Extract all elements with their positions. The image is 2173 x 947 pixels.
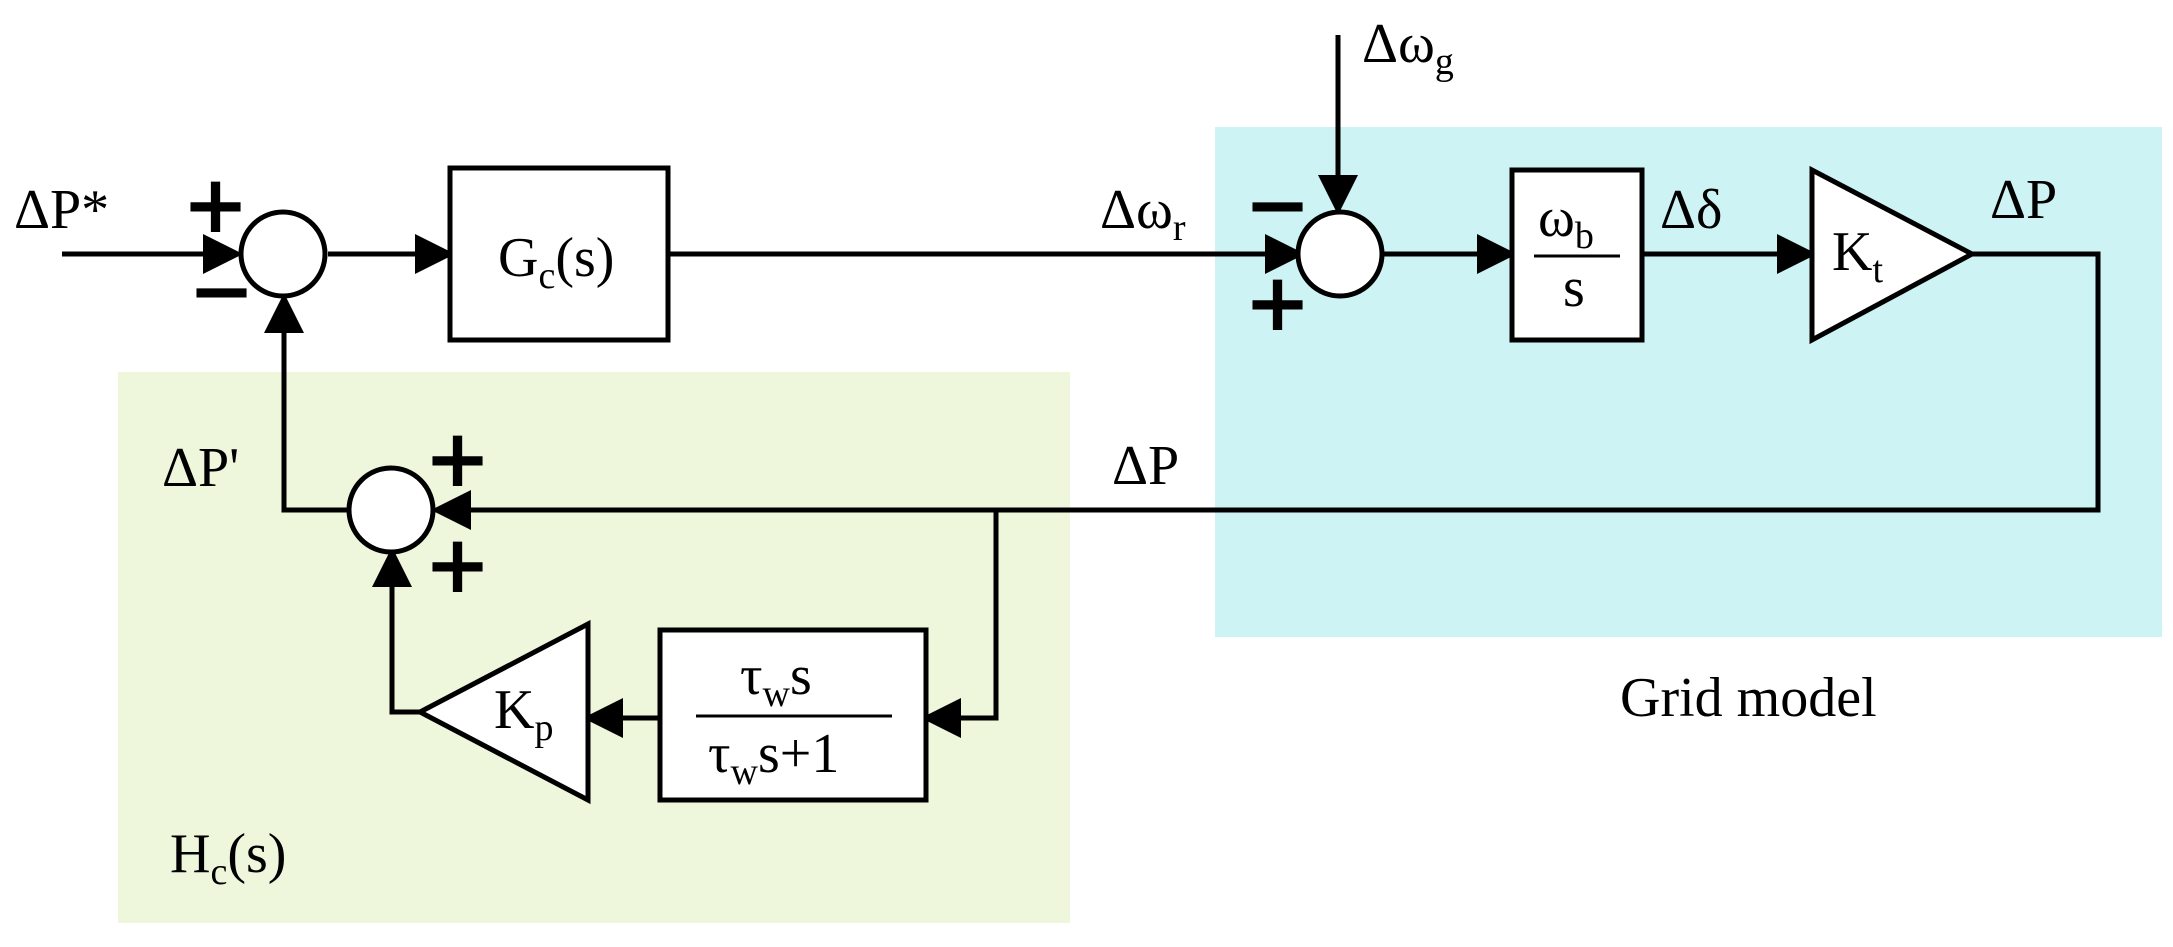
compensated-power-label: ΔP' (162, 437, 239, 499)
controller-gc-label: Gc(s) (498, 227, 614, 297)
power-feedback-line (431, 251, 2101, 530)
sum1-minus-sign: − (188, 244, 255, 337)
integrator-denominator: s (1563, 257, 1585, 319)
summing-junction-1 (238, 209, 328, 299)
sum3-plus-top-sign: + (424, 412, 491, 505)
hc-region-label: Hc(s) (170, 823, 286, 893)
kt-gain-triangle (1809, 165, 1978, 345)
kt-gain-label: Kt (1832, 221, 1883, 291)
kp-to-sum3-line (372, 547, 420, 715)
kp-gain-label: Kp (494, 679, 553, 749)
controller-gc-block (447, 165, 671, 343)
sum3-to-sum1-line (264, 293, 349, 513)
washout-denominator: τws+1 (708, 723, 839, 793)
sum2-plus-sign: + (1244, 256, 1311, 349)
kp-gain-triangle (414, 619, 591, 805)
washout-branch-line (921, 510, 999, 738)
sum1-plus-sign: + (182, 158, 249, 251)
rotor-speed-label: Δωr (1100, 179, 1186, 249)
sum3-plus-bottom-sign: + (424, 518, 491, 611)
power-angle-label: Δδ (1660, 179, 1722, 241)
summing-junction-3 (346, 465, 436, 555)
reference-power-label: ΔP* (14, 179, 109, 241)
grid-frequency-label: Δωg (1362, 13, 1454, 83)
summing-junction-2 (1295, 209, 1385, 299)
feedback-power-label: ΔP (1112, 435, 1179, 497)
grid-model-region (1215, 127, 2162, 637)
integrator-numerator: ωb (1538, 187, 1594, 257)
sum2-minus-sign: − (1244, 158, 1311, 251)
output-power-label: ΔP (1990, 169, 2057, 231)
grid-model-label: Grid model (1620, 667, 1877, 729)
washout-numerator: τws (740, 645, 812, 715)
